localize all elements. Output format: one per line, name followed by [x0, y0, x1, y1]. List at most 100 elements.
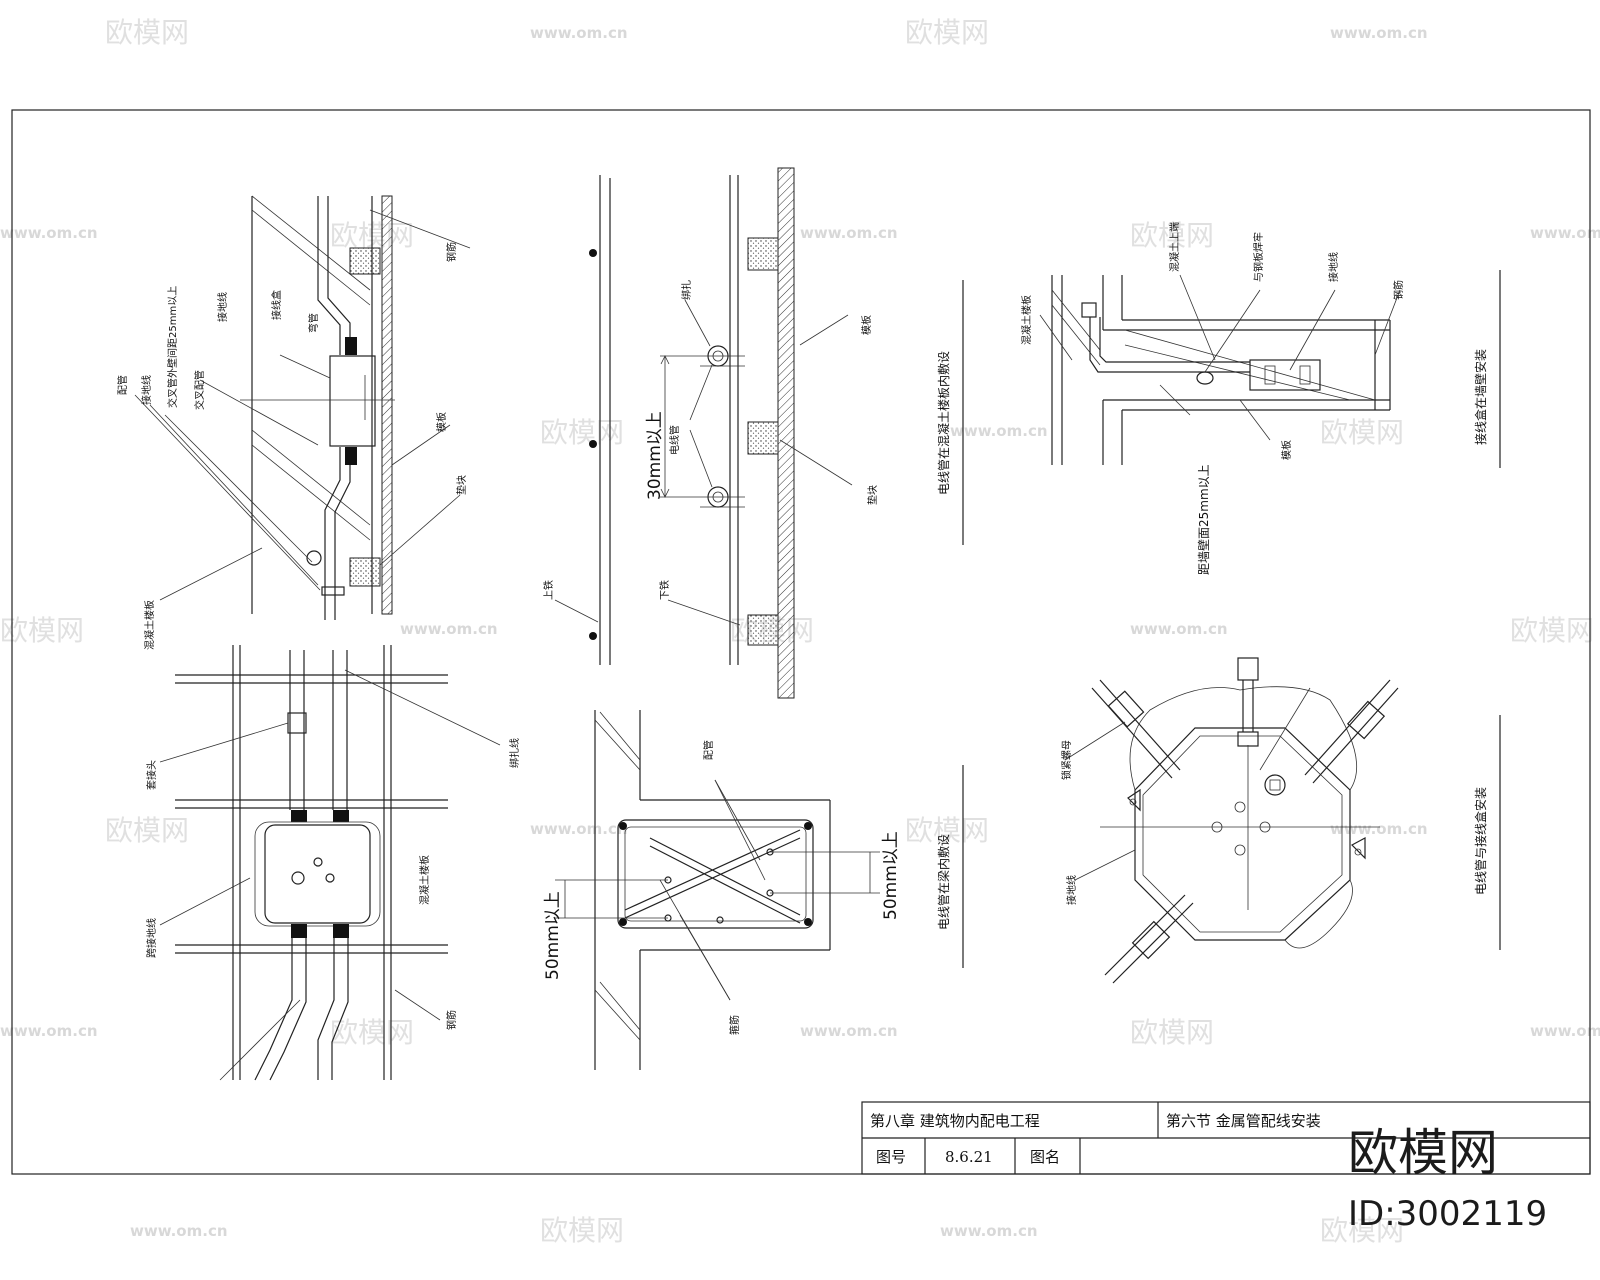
label-cross-tube: 交叉配管	[193, 370, 206, 410]
watermark-text: 欧模网	[105, 814, 189, 847]
watermark-text: 欧模网	[540, 1214, 624, 1247]
watermark-url: www.om.cn	[800, 1022, 898, 1040]
watermark-url: www.om.cn	[0, 1022, 98, 1040]
junction-box-plan	[264, 824, 371, 924]
conduit-lower	[324, 447, 341, 620]
dim-30mm: 30mm以上	[645, 411, 665, 500]
watermark-text: 欧模网	[105, 16, 189, 49]
caption-box-conduit: 电线管与接线盒安装	[1473, 787, 1488, 895]
label-rebar: 钢筋	[445, 242, 458, 262]
watermark-url: www.om.cn	[1530, 224, 1600, 242]
watermark-text: 欧模网	[1130, 1016, 1214, 1049]
label-box-ground: 接地线	[1327, 252, 1340, 282]
watermark-url: www.om.cn	[950, 422, 1048, 440]
watermark-url: www.om.cn	[0, 224, 98, 242]
spacer-block	[747, 614, 779, 646]
title-drawing-no-label: 图号	[876, 1148, 906, 1166]
figure-octagon-box: 锁紧螺母 接地线	[1060, 657, 1399, 984]
label-concrete-slab: 混凝土楼板	[143, 600, 156, 650]
watermark-text: 欧模网	[905, 814, 989, 847]
label-bond-wire: 跨接地线	[145, 918, 158, 958]
label-wall-concrete: 混凝土楼板	[1020, 295, 1033, 345]
caption-beam-conduit: 电线管在梁内敷设	[936, 834, 951, 930]
cross-tube-circle	[306, 550, 322, 566]
caption-wall-box: 接线盒在墙壁安装	[1473, 349, 1488, 445]
label-box-locknut: 混凝土上端	[1168, 222, 1181, 272]
label-box-formwork: 模板	[1280, 440, 1293, 460]
label-locknut: 锁紧螺母	[1060, 740, 1073, 780]
watermark-text: 欧模网	[1320, 416, 1404, 449]
title-name-label: 图名	[1030, 1148, 1060, 1166]
label-spacer: 垫块	[455, 475, 468, 495]
figure-slab-rebar-section: 30mm以上 绑扎 电线管 模板 垫块 上铁 下铁	[542, 167, 879, 699]
octagon-box-outer	[1134, 727, 1351, 941]
label-cross-note: 交叉管外壁间距25mm以上	[166, 286, 179, 408]
conduit-upper	[317, 196, 341, 355]
label-tie: 绑扎	[680, 280, 693, 300]
junction-box-section	[329, 355, 376, 447]
figure-beam-conduit-section: 50mm以上 50mm以上 配管 箍筋	[543, 710, 901, 1070]
label-tube: 配管	[116, 375, 129, 395]
label-box-steel: 钢筋	[1392, 280, 1405, 300]
watermark-url: www.om.cn	[1330, 820, 1428, 838]
title-block: 第八章 建筑物内配电工程 第六节 金属管配线安装 图号 8.6.21 图名	[861, 1101, 1591, 1175]
label-box-tube: 与钢板焊牢	[1252, 232, 1265, 282]
label-ground-line: 接地线	[216, 292, 229, 322]
watermark-text: 欧模网	[0, 614, 84, 647]
label-steel-bar: 钢筋	[445, 1010, 458, 1030]
watermark-text: 欧模网	[1320, 1214, 1404, 1247]
watermark-url: www.om.cn	[1330, 24, 1428, 42]
label-tube: 电线管	[668, 425, 681, 455]
figure-slab-conduit-section: 配管 接地线 交叉管外壁间距25mm以上 交叉配管 接地线 接线盒 弯管 钢筋 …	[116, 195, 471, 650]
watermark-url: www.om.cn	[530, 820, 628, 838]
label-concrete-floor: 混凝土楼板	[418, 855, 431, 905]
label-connector: 套接头	[145, 760, 158, 790]
label-box-gnd: 接地线	[1065, 875, 1078, 905]
label-pad: 垫块	[866, 485, 879, 505]
spacer-block	[747, 237, 779, 271]
watermark-url: www.om.cn	[400, 620, 498, 638]
watermark-url: www.om.cn	[530, 24, 628, 42]
watermark-url: www.om.cn	[800, 224, 898, 242]
locknut-ring	[1264, 774, 1286, 796]
label-upper-rebar: 上铁	[542, 580, 555, 600]
label-ground-wire: 接地线	[140, 375, 153, 405]
watermark-url: www.om.cn	[1530, 1022, 1600, 1040]
label-box-dist: 距墙壁面25mm以上	[1196, 464, 1211, 575]
spacer-block	[349, 557, 381, 587]
title-chapter: 第八章 建筑物内配电工程	[870, 1112, 1040, 1130]
watermark-text: 欧模网	[1510, 614, 1594, 647]
label-bend-tube: 弯管	[307, 313, 320, 333]
label-stirrup: 箍筋	[728, 1015, 741, 1035]
brand-logo-text: 欧模网	[1348, 1124, 1498, 1182]
stirrup	[617, 819, 814, 929]
formwork-strip	[777, 167, 795, 699]
label-template: 模板	[860, 315, 873, 335]
dim-50mm-left: 50mm以上	[543, 891, 563, 980]
dim-50mm-right: 50mm以上	[881, 831, 901, 920]
title-drawing-no: 8.6.21	[945, 1148, 993, 1166]
title-section: 第六节 金属管配线安装	[1166, 1112, 1321, 1130]
label-beam-tube: 配管	[702, 740, 715, 760]
watermark-text: 欧模网	[330, 1016, 414, 1049]
watermark-text: 欧模网	[540, 416, 624, 449]
spacer-block	[747, 421, 779, 455]
watermark-url: www.om.cn	[1130, 620, 1228, 638]
label-binding-wire: 绑扎线	[508, 738, 521, 768]
label-formwork: 模板	[435, 412, 448, 432]
figure-slab-conduit-plan: 套接头 跨接地线 绑扎线 混凝土楼板 钢筋	[145, 645, 521, 1081]
spacer-block	[349, 247, 381, 275]
caption-slab-conduit: 电线管在混凝土楼板内敷设	[936, 351, 951, 495]
watermark-url: www.om.cn	[940, 1222, 1038, 1240]
watermark-text: 欧模网	[905, 16, 989, 49]
formwork-strip	[381, 195, 393, 615]
junction-box-wall	[1249, 359, 1321, 391]
brand-id: ID:3002119	[1348, 1194, 1547, 1234]
label-lower-rebar: 下铁	[658, 580, 671, 600]
locknut	[345, 337, 357, 355]
drawing-frame	[11, 109, 1591, 1175]
connector-coupling	[287, 712, 307, 734]
locknut	[345, 447, 357, 465]
figure-wall-box-section: 混凝土楼板 混凝土上端 与钢板焊牢 接地线 钢筋 模板 距墙壁面25mm以上	[1020, 222, 1405, 575]
